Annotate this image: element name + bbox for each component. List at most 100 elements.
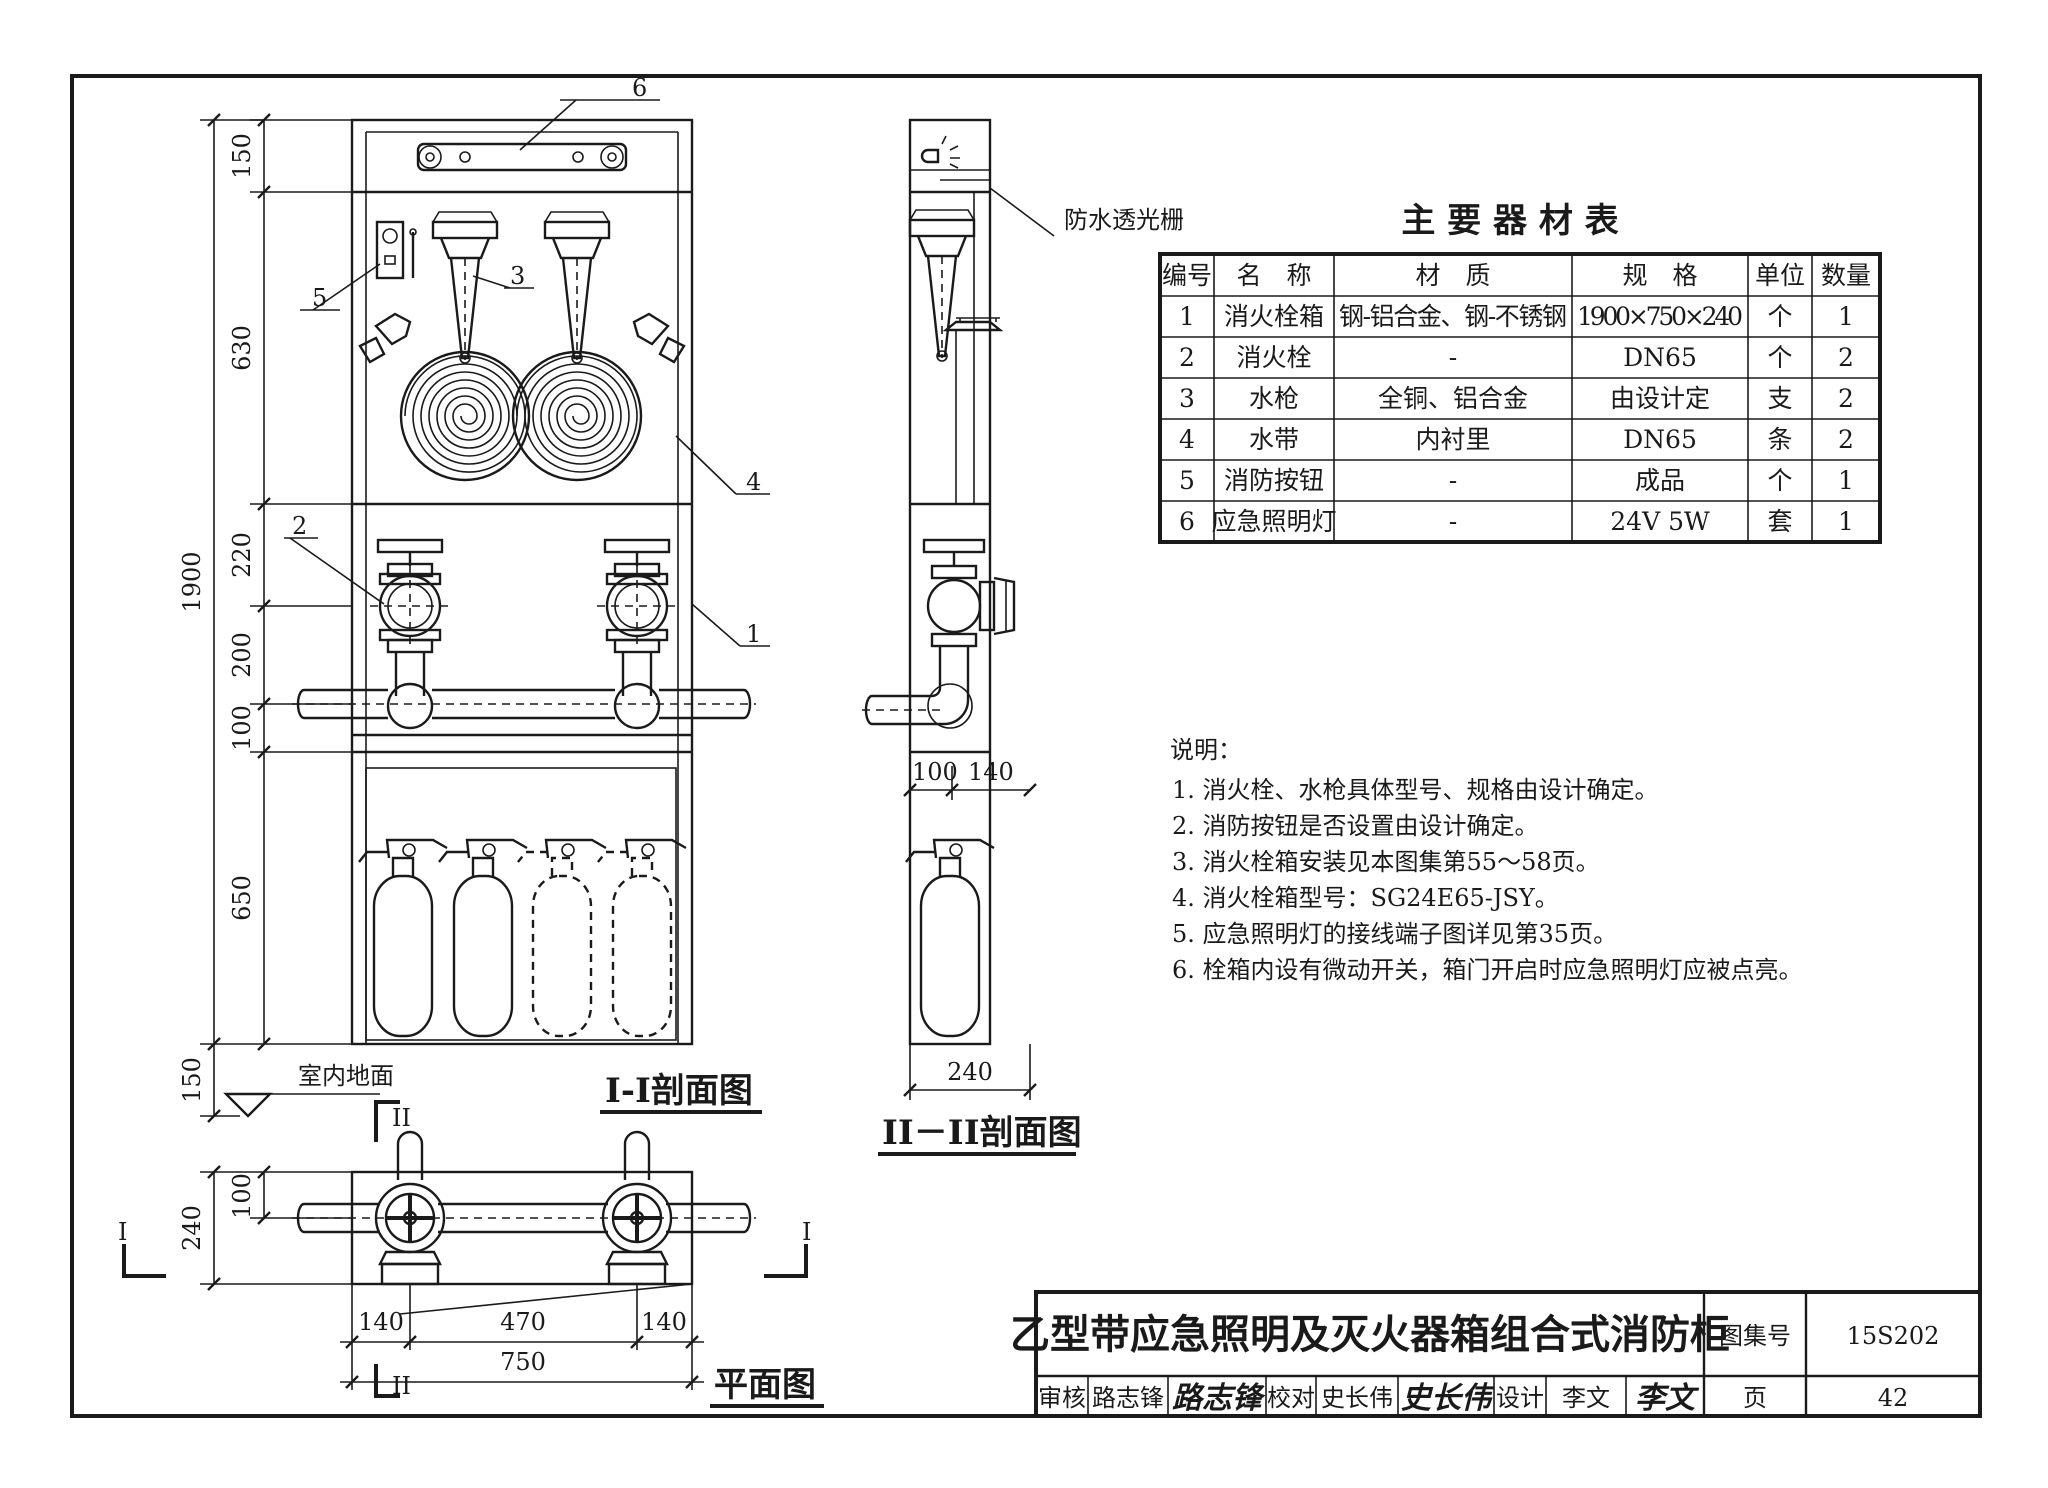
td-material: - — [1449, 507, 1457, 536]
dim-1900: 1900 — [178, 551, 206, 612]
side-dim-100: 100 — [912, 758, 958, 786]
note-6: 6. 栓箱内设有微动开关，箱门开启时应急照明灯应被点亮。 — [1172, 956, 1803, 984]
design-label: 设计 — [1496, 1384, 1544, 1412]
checker-name: 史长伟 — [1321, 1384, 1393, 1412]
td-material: - — [1449, 466, 1457, 495]
plan-dim-470: 470 — [500, 1308, 546, 1336]
callout-2: 2 — [292, 512, 307, 540]
emergency-lamp — [416, 142, 628, 172]
td-qty: 2 — [1838, 343, 1854, 372]
notes: 说明： 1. 消火栓、水枪具体型号、规格由设计确定。 2. 消防按钮是否设置由设… — [1170, 736, 1803, 984]
callout-6: 6 — [632, 74, 647, 102]
th-qty: 数量 — [1821, 261, 1871, 290]
notes-heading: 说明： — [1170, 736, 1242, 764]
dim-650: 650 — [228, 875, 256, 921]
atlas-number: 15S202 — [1847, 1322, 1940, 1350]
td-qty: 1 — [1838, 302, 1854, 331]
td-no: 5 — [1179, 466, 1195, 495]
view1-title: I-I剖面图 — [605, 1071, 753, 1111]
note-5: 5. 应急照明灯的接线端子图详见第35页。 — [1172, 920, 1617, 948]
td-spec: DN65 — [1623, 343, 1697, 372]
fire-button — [375, 220, 417, 280]
td-material: - — [1449, 343, 1457, 372]
table-title: 主 要 器 材 表 — [1401, 201, 1618, 241]
dimension-chain: 150 630 220 200 100 650 1900 150 — [178, 113, 352, 1123]
side-dim-240: 240 — [947, 1058, 993, 1086]
td-spec: DN65 — [1623, 425, 1697, 454]
hose-reels — [358, 312, 686, 482]
td-name: 水带 — [1249, 425, 1299, 454]
plan-dim-240: 240 — [178, 1205, 206, 1251]
louver-label: 防水透光栅 — [1064, 206, 1184, 234]
td-no: 1 — [1179, 302, 1195, 331]
th-name: 名 称 — [1236, 261, 1311, 290]
td-qty: 2 — [1838, 384, 1854, 413]
plan-dim-140-right: 140 — [641, 1308, 687, 1336]
drawing-title: 乙型带应急照明及灭火器箱组合式消防柜 — [1010, 1311, 1730, 1358]
side-dim-140: 140 — [968, 758, 1014, 786]
td-name: 消防按钮 — [1224, 466, 1324, 495]
cut-mark-I-right: I — [802, 1218, 811, 1246]
checker-signature: 史长伟 — [1401, 1381, 1495, 1416]
th-material: 材 质 — [1415, 261, 1490, 290]
designer-name: 李文 — [1562, 1384, 1610, 1412]
reviewer-signature: 路志锋 — [1172, 1381, 1266, 1416]
section-view-2: 防水透光栅 100 140 240 I — [862, 118, 1184, 1156]
note-1: 1. 消火栓、水枪具体型号、规格由设计确定。 — [1172, 776, 1659, 804]
th-no: 编号 — [1162, 261, 1212, 290]
plan-dim-140-left: 140 — [358, 1308, 404, 1336]
plan-dim-100: 100 — [228, 1173, 256, 1219]
reviewer-name: 路志锋 — [1092, 1384, 1164, 1412]
td-name: 水枪 — [1249, 384, 1299, 413]
callout-1: 1 — [746, 620, 761, 648]
floor-label: 室内地面 — [298, 1062, 394, 1090]
th-unit: 单位 — [1755, 261, 1805, 290]
callouts: 6 5 3 4 2 1 — [284, 74, 770, 648]
td-spec: 24V 5W — [1610, 507, 1710, 536]
note-3: 3. 消火栓箱安装见本图集第55～58页。 — [1172, 848, 1600, 876]
note-4: 4. 消火栓箱型号：SG24E65-JSY。 — [1172, 884, 1559, 912]
plan-dim-750: 750 — [500, 1348, 546, 1376]
td-name: 应急照明灯 — [1211, 507, 1336, 536]
td-material: 钢-铝合金、钢-不锈钢 — [1339, 302, 1567, 331]
note-2: 2. 消防按钮是否设置由设计确定。 — [1172, 812, 1539, 840]
sheet-border — [70, 74, 1982, 1418]
td-no: 3 — [1179, 384, 1195, 413]
td-unit: 个 — [1767, 343, 1792, 372]
plan-title: 平面图 — [714, 1365, 816, 1405]
page-number: 42 — [1878, 1384, 1909, 1412]
cut-mark-II-top: II — [392, 1104, 411, 1132]
td-spec: 1900×750×240 — [1577, 302, 1743, 331]
td-unit: 套 — [1767, 507, 1792, 536]
cut-mark-I-left: I — [118, 1218, 127, 1246]
supply-pipe — [292, 688, 756, 720]
td-qty: 2 — [1838, 425, 1854, 454]
atlas-label: 图集号 — [1719, 1322, 1791, 1350]
td-spec: 由设计定 — [1610, 384, 1710, 413]
dim-150-bottom: 150 — [178, 1057, 206, 1103]
floor-symbol: 室内地面 — [223, 1062, 394, 1118]
plan-outline — [350, 1170, 694, 1286]
th-spec: 规 格 — [1622, 261, 1697, 290]
td-spec: 成品 — [1635, 466, 1685, 495]
section-view-1: 150 630 220 200 100 650 1900 150 室内地面 6 … — [178, 74, 770, 1123]
check-label: 校对 — [1267, 1384, 1315, 1412]
hydrant-valve-left — [368, 538, 452, 730]
callout-3: 3 — [510, 262, 525, 290]
review-label: 审核 — [1038, 1384, 1086, 1412]
td-qty: 1 — [1838, 507, 1854, 536]
td-material: 内衬里 — [1415, 425, 1490, 454]
dim-150-top: 150 — [228, 133, 256, 179]
view2-title: II－II剖面图 — [882, 1113, 1082, 1153]
plan-view: 100 240 140 470 140 750 II I I II 平面图 — [118, 1100, 824, 1408]
dim-100: 100 — [228, 705, 256, 751]
dim-200: 200 — [228, 632, 256, 678]
callout-4: 4 — [746, 468, 761, 496]
td-no: 4 — [1179, 425, 1195, 454]
td-unit: 个 — [1767, 302, 1792, 331]
td-unit: 条 — [1767, 425, 1792, 454]
